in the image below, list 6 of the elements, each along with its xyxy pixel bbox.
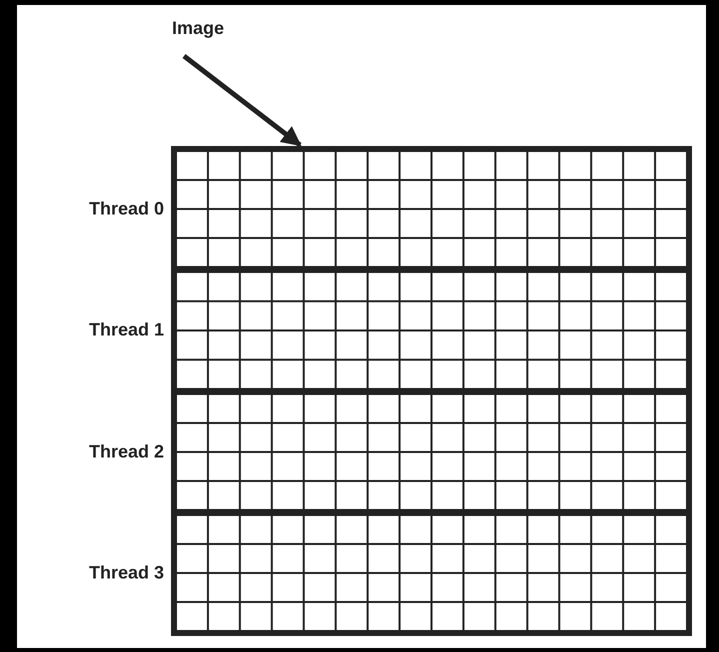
thread-label: Thread 3 [88, 562, 164, 584]
thread-label: Thread 0 [88, 198, 164, 220]
arrow [182, 54, 302, 147]
image-label: Image [172, 18, 224, 39]
thread-label: Thread 1 [88, 320, 164, 341]
thread-label: Thread 2 [88, 441, 164, 462]
